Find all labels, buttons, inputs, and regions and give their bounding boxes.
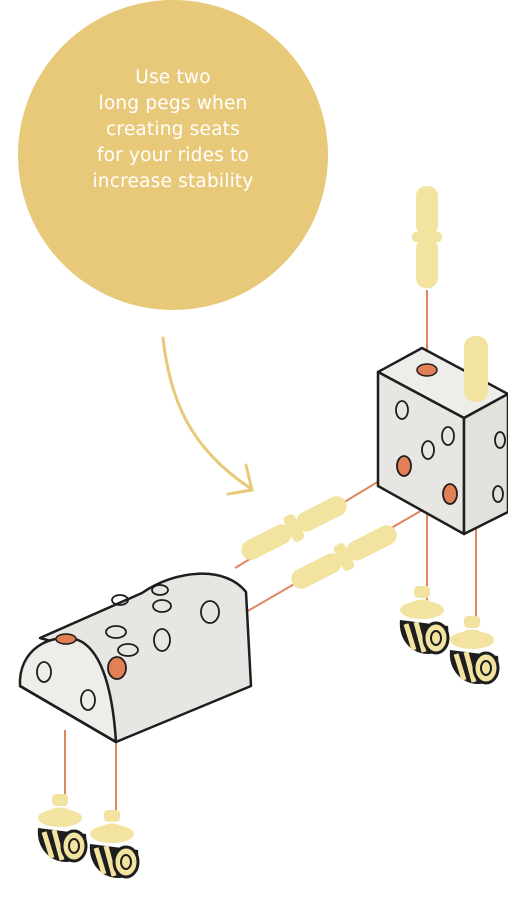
caster-wheel-icon <box>450 616 498 684</box>
caster-wheel-icon <box>400 586 448 654</box>
cube-block-icon <box>376 346 508 536</box>
long-peg-icon <box>241 496 397 589</box>
tip-line: increase stability <box>92 171 254 192</box>
tip-line: for your rides to <box>96 145 250 166</box>
short-peg-icon <box>464 336 488 402</box>
curved-arrow-icon <box>161 336 254 496</box>
half-cylinder-block-icon <box>18 572 253 744</box>
tip-line: Use two <box>135 67 211 88</box>
tip-line: long pegs when <box>98 93 248 114</box>
caster-wheel-icon <box>38 794 86 862</box>
tip-line: creating seats <box>106 119 240 140</box>
tip-text: Use two long pegs when creating seats fo… <box>20 65 326 195</box>
caster-wheel-icon <box>90 810 138 878</box>
long-peg-icon <box>412 186 442 288</box>
tip-bubble <box>18 0 328 310</box>
